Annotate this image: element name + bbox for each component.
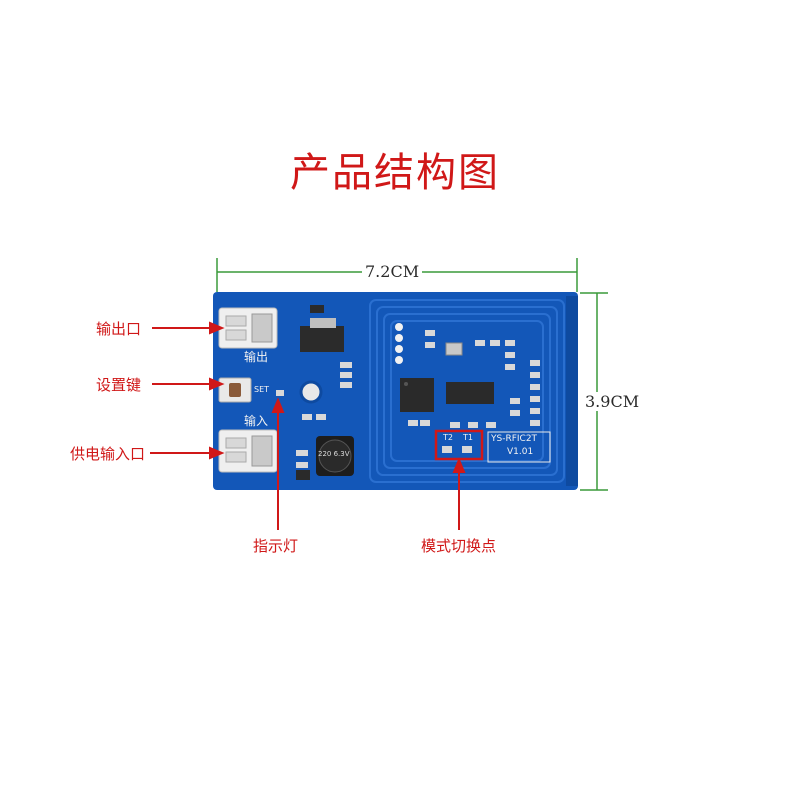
silk-output-label: 输出	[244, 350, 269, 364]
height-dimension-line	[580, 292, 608, 491]
callout-arrows	[150, 321, 466, 530]
crystal	[445, 342, 463, 356]
mode-switch-label: 模式切换点	[421, 537, 497, 555]
model-label-box	[487, 431, 551, 463]
regulator-ic	[300, 318, 344, 352]
capacitor-marking: 220 6.3V	[318, 450, 350, 458]
electrolytic-capacitor	[316, 436, 354, 476]
width-dimension-label: 7.2CM	[362, 262, 423, 281]
silk-set-label: SET	[254, 385, 270, 394]
page-title: 产品结构图	[290, 150, 500, 196]
mode-switch-pads	[442, 446, 472, 453]
soic-chip	[446, 382, 494, 404]
mounting-hole	[299, 380, 323, 404]
height-dimension-label: 3.9CM	[582, 392, 643, 411]
output-port-label: 输出口	[96, 320, 142, 338]
silk-version-label: V1.01	[507, 447, 534, 457]
silk-input-label: 输入	[244, 414, 269, 428]
antenna-coil	[369, 299, 565, 483]
output-connector	[218, 307, 278, 349]
small-chip	[310, 305, 324, 313]
silk-t2-label: T2	[443, 433, 453, 442]
silk-t1-label: T1	[463, 433, 473, 442]
pcb-edge	[566, 296, 578, 486]
silk-model-label: YS-RFIC2T	[491, 434, 538, 444]
smd-components	[276, 330, 540, 468]
set-key-label: 设置键	[96, 376, 142, 394]
transistor	[296, 470, 310, 480]
set-button-component	[218, 377, 252, 403]
header-pads	[395, 323, 403, 364]
main-ic	[400, 378, 434, 412]
power-input-label: 供电输入口	[70, 445, 146, 463]
indicator-label: 指示灯	[253, 537, 299, 555]
input-connector	[218, 429, 278, 473]
